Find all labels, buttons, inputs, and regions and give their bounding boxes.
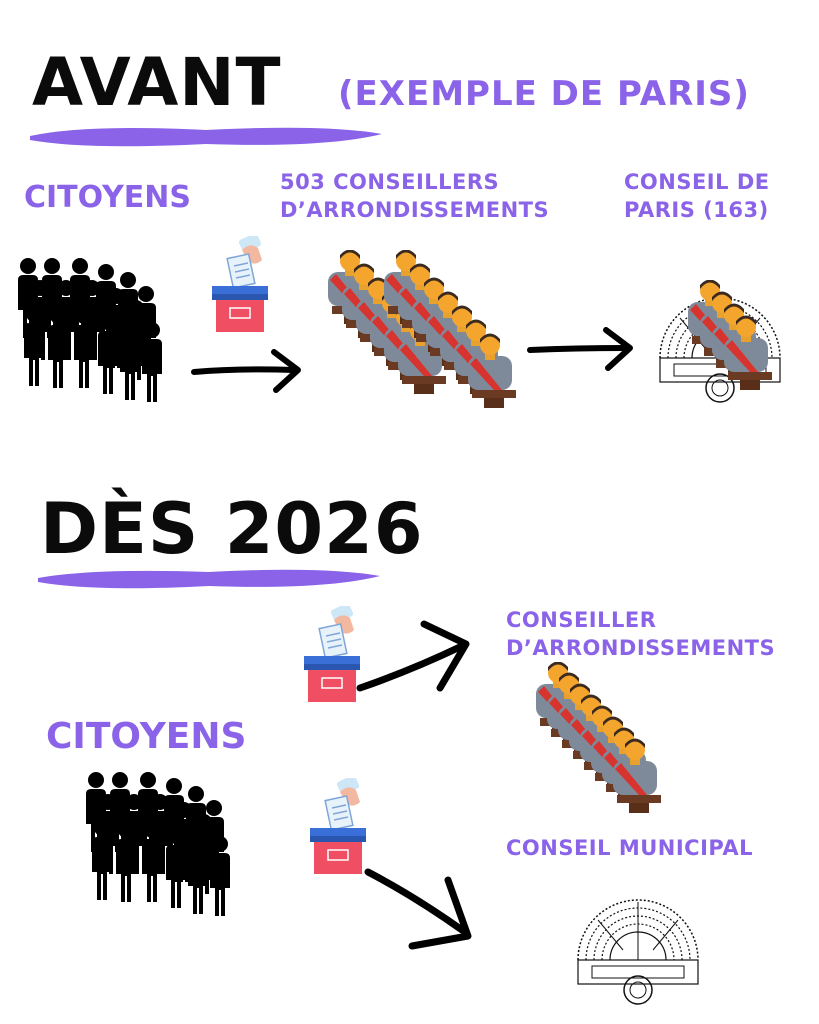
arrow-icon [190, 348, 305, 394]
des-2026-district-label: CONSEILLER D’ARRONDISSEMENTS [506, 606, 775, 662]
hemicycle-icon [568, 870, 718, 1015]
avant-council-label-line1: CONSEIL DE [624, 170, 770, 194]
avant-district-label-line1: 503 CONSEILLERS [280, 170, 500, 194]
councillor-row-icon [682, 280, 782, 400]
des-2026-municipal-label: CONSEIL MUNICIPAL [506, 836, 753, 860]
arrow-icon [526, 326, 636, 372]
crowd-icon [86, 772, 256, 922]
des-2026-district-label-line1: CONSEILLER [506, 608, 657, 632]
councillor-row-icon [322, 250, 522, 420]
ballot-box-icon [310, 778, 370, 878]
arrow-icon [364, 866, 479, 956]
avant-subtitle: (EXEMPLE DE PARIS) [338, 74, 750, 114]
arrow-icon [356, 614, 476, 704]
crowd-icon [18, 258, 178, 408]
avant-council-label-line2: PARIS (163) [624, 198, 769, 222]
avant-underline [26, 118, 386, 154]
avant-district-label-line2: D’ARRONDISSEMENTS [280, 198, 550, 222]
des-2026-district-label-line2: D’ARRONDISSEMENTS [506, 636, 776, 660]
avant-council-label: CONSEIL DE PARIS (163) [624, 168, 770, 224]
ballot-box-icon [304, 606, 364, 706]
des-2026-title: DÈS 2026 [40, 488, 424, 570]
des-2026-citizens-label: CITOYENS [46, 716, 247, 757]
des-2026-underline [34, 560, 384, 596]
avant-district-label: 503 CONSEILLERS D’ARRONDISSEMENTS [280, 168, 549, 224]
avant-title: AVANT [32, 44, 282, 121]
ballot-box-icon [212, 236, 272, 336]
councillor-row-icon [530, 662, 670, 832]
avant-citizens-label: CITOYENS [24, 180, 192, 215]
